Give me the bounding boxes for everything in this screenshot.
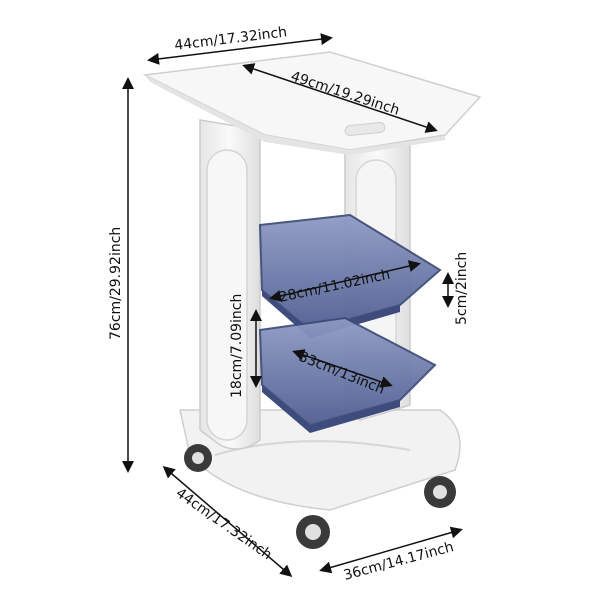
label-total-height: 76cm/29.92inch: [108, 227, 124, 340]
left-pillar: [199, 119, 261, 450]
label-tray-height: 5cm/2inch: [454, 252, 470, 325]
dimension-lines: [122, 33, 463, 577]
wheel-back-left: [184, 444, 212, 472]
label-tray-spacing: 18cm/7.09inch: [229, 294, 245, 398]
wheel-front-left: [296, 515, 330, 549]
wheel-front-right: [424, 476, 456, 508]
label-base-depth: 36cm/14.17inch: [342, 539, 456, 584]
top-tray: [142, 51, 482, 155]
